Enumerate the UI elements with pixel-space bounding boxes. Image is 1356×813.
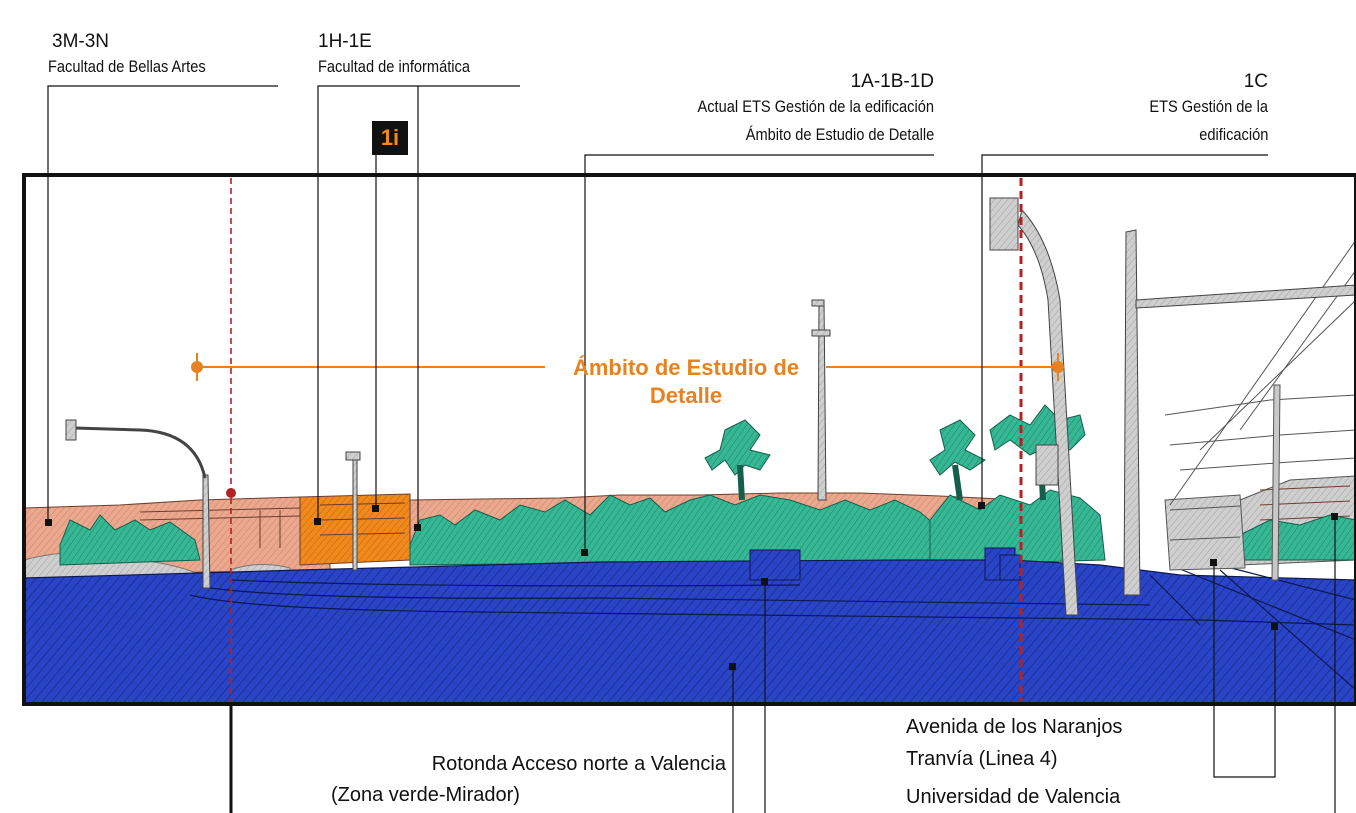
label-ets-actual-code: 1A-1B-1D <box>850 71 934 92</box>
label-naranjos: Avenida de los Naranjos <box>906 716 1123 738</box>
picture-content <box>24 197 1356 704</box>
label-ets-actual-line1: Actual ETS Gestión de la edificación <box>697 97 934 116</box>
road-surface <box>24 559 1356 704</box>
label-ets-actual-line2: Ámbito de Estudio de Detalle <box>745 125 934 144</box>
label-bellas-name: Facultad de Bellas Artes <box>48 57 206 76</box>
leader-markers <box>45 502 1338 670</box>
ambito-label: Ámbito de Estudio de Detalle <box>536 354 836 409</box>
label-ets-code: 1C <box>1243 71 1268 92</box>
ambito-label-line1: Ámbito de Estudio de <box>572 355 800 380</box>
label-rotonda-line2: (Zona verde-Mirador) <box>331 784 520 806</box>
street-poles <box>65 197 1356 616</box>
label-tranvia: Tranvía (Linea 4) <box>906 748 1058 770</box>
label-universidad: Universidad de Valencia <box>906 786 1121 808</box>
ambito-label-line2: Detalle <box>649 382 723 408</box>
label-bellas-code: 3M-3N <box>52 31 110 52</box>
badge-1i: 1i <box>372 121 408 155</box>
picture-frame <box>22 173 1356 706</box>
label-rotonda-line1: Rotonda Acceso norte a Valencia <box>431 753 726 775</box>
label-info-code: 1H-1E <box>318 31 372 52</box>
label-info-name: Facultad de informática <box>318 57 470 76</box>
tram <box>1164 494 1246 571</box>
leader-lines <box>47 85 1336 813</box>
label-ets-line1: ETS Gestión de la <box>1149 97 1268 116</box>
label-ets-line2: edificación <box>1198 125 1268 144</box>
